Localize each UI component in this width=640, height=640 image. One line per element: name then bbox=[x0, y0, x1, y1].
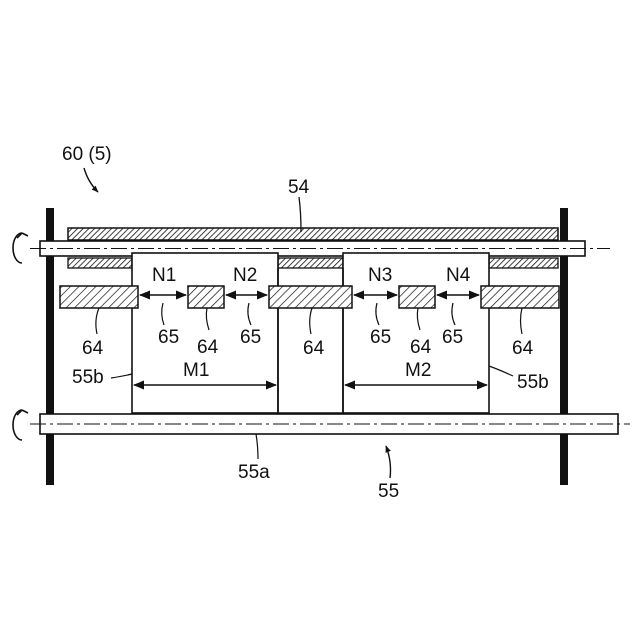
leader-55a bbox=[256, 434, 258, 459]
leader-54 bbox=[299, 197, 301, 232]
label-64-e: 64 bbox=[512, 338, 534, 359]
label-n1: N1 bbox=[152, 265, 176, 286]
leader-64-left bbox=[96, 308, 99, 334]
block-64-center bbox=[269, 286, 352, 308]
belt-54 bbox=[68, 228, 558, 240]
block-64-left bbox=[60, 286, 138, 308]
label-n4: N4 bbox=[446, 265, 471, 286]
lower-strip-mid bbox=[278, 258, 343, 268]
leader-60 bbox=[84, 168, 98, 192]
leader-55b-left bbox=[111, 374, 132, 378]
label-64-c: 64 bbox=[303, 338, 325, 359]
label-64-a: 64 bbox=[82, 338, 104, 359]
lower-strip-right bbox=[489, 258, 558, 268]
label-55b-left: 55b bbox=[72, 367, 104, 388]
label-m2: M2 bbox=[405, 360, 431, 381]
block-64-small-right bbox=[399, 286, 435, 308]
label-65-c: 65 bbox=[370, 327, 391, 348]
leader-64-center bbox=[310, 308, 312, 334]
label-55a: 55a bbox=[238, 462, 270, 483]
leader-55 bbox=[386, 446, 391, 478]
label-n2: N2 bbox=[233, 265, 257, 286]
block-64-right bbox=[481, 286, 559, 308]
label-65-d: 65 bbox=[442, 327, 463, 348]
leader-64-right bbox=[521, 308, 523, 334]
block-64-small-left bbox=[188, 286, 224, 308]
label-55: 55 bbox=[378, 481, 399, 502]
label-m1: M1 bbox=[183, 360, 209, 381]
label-55b-right: 55b bbox=[517, 372, 549, 393]
rotation-arrow-icon bbox=[13, 233, 28, 263]
label-belt-54: 54 bbox=[288, 177, 310, 198]
label-65-b: 65 bbox=[240, 327, 261, 348]
rotation-arrow-icon bbox=[13, 410, 28, 440]
label-n3: N3 bbox=[368, 265, 392, 286]
label-64-d: 64 bbox=[410, 337, 432, 358]
lower-strip-left bbox=[68, 258, 132, 268]
label-assembly-60: 60 (5) bbox=[62, 144, 112, 165]
label-64-b: 64 bbox=[197, 337, 219, 358]
label-65-a: 65 bbox=[158, 327, 179, 348]
leader-55b-right bbox=[489, 366, 513, 376]
